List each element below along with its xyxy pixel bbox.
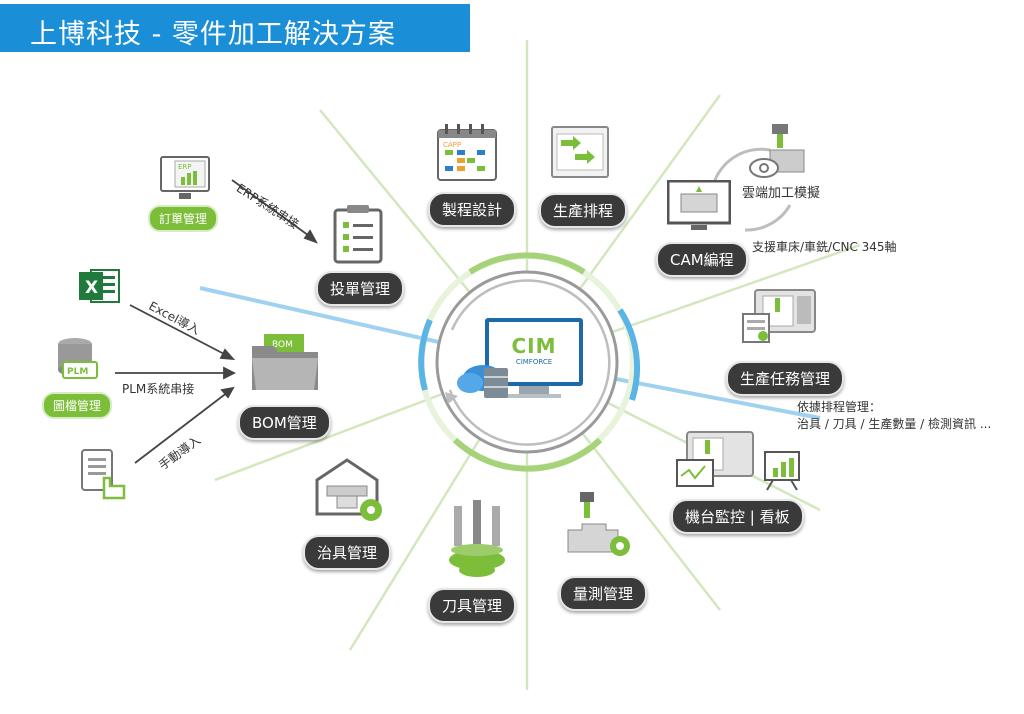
erp-icon-text: ERP [178, 163, 192, 171]
title-bar: 上博科技 - 零件加工解決方案 [0, 4, 470, 52]
monitoring-dashboard-icon [676, 431, 800, 491]
excel-icon-text: X [85, 278, 98, 298]
page-title: 上博科技 - 零件加工解決方案 [30, 19, 396, 50]
module-tool[interactable]: 刀具管理 [428, 588, 517, 623]
cam-computer-icon [667, 180, 731, 230]
clipboard-icon [333, 205, 383, 264]
module-process-design[interactable]: 製程設計 [428, 192, 517, 227]
capp-calendar-icon: CAPP [437, 124, 497, 181]
capp-icon-text: CAPP [443, 141, 461, 149]
module-bom[interactable]: BOM管理 [238, 405, 331, 440]
module-measurement[interactable]: 量測管理 [559, 576, 648, 611]
plm-arrow-text: PLM系統串接 [122, 382, 195, 396]
cimforce-brand: CIMFORCE [515, 358, 553, 366]
module-fixture[interactable]: 治具管理 [303, 535, 392, 570]
erp-monitor-icon: ERP [160, 156, 210, 199]
module-order-input[interactable]: 投單管理 [316, 271, 405, 306]
module-cam[interactable]: CAM編程 [656, 242, 748, 277]
measurement-icon [567, 492, 630, 556]
module-task-management[interactable]: 生產任務管理 [726, 361, 845, 396]
manual-input-icon [81, 449, 126, 500]
bom-folder-icon: BOM [252, 334, 318, 390]
fixture-icon [315, 458, 382, 521]
cnc-support-note: 支援車床/車銑/CNC 345軸 [752, 240, 897, 254]
cim-logo: CIM CIMFORCE [508, 334, 560, 366]
cloud-sim-note: 雲端加工模擬 [742, 186, 821, 201]
order-management-label[interactable]: 訂單管理 [148, 205, 219, 232]
bom-icon-text: BOM [272, 340, 293, 350]
task-note-line2: 治具 / 刀具 / 生產數量 / 檢測資訊 ... [797, 417, 992, 431]
excel-icon: X [79, 269, 120, 303]
task-note-line1: 依據排程管理： [797, 400, 882, 414]
schedule-board-icon [551, 126, 609, 178]
module-scheduling[interactable]: 生產排程 [539, 193, 628, 228]
drawing-management-label[interactable]: 圖檔管理 [42, 392, 113, 419]
cloud-machine-icon [749, 124, 805, 178]
plm-database-icon: PLM [58, 338, 98, 379]
cim-logo-text: CIM [511, 334, 557, 358]
production-machine-icon [742, 289, 816, 343]
module-machine-monitor[interactable]: 機台監控 | 看板 [671, 499, 804, 534]
cutting-tool-icon [449, 500, 505, 577]
plm-icon-text: PLM [67, 367, 88, 377]
